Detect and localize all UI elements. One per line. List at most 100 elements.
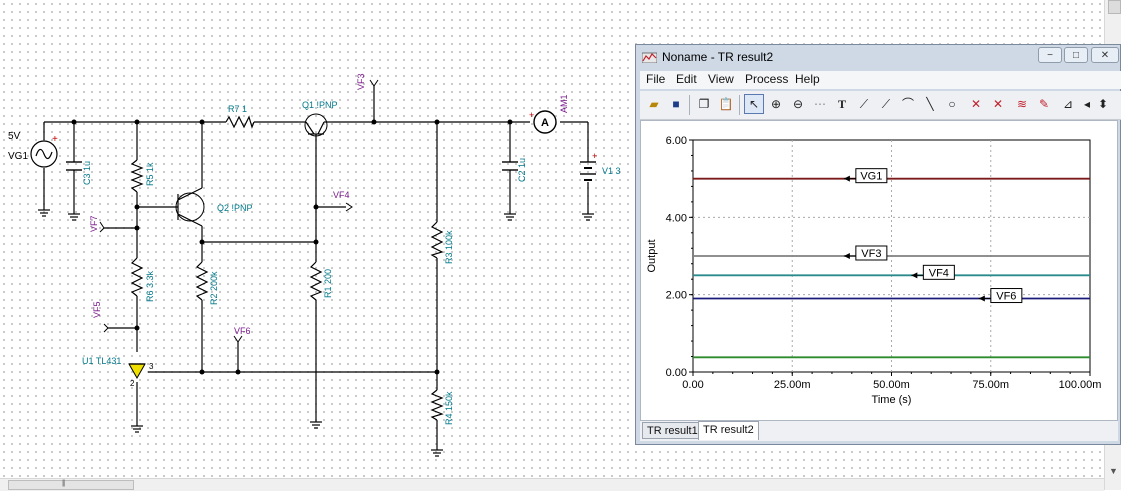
r4-label: R4 150k xyxy=(444,391,454,425)
tab-tr-result1[interactable]: TR result1 xyxy=(642,422,703,439)
menu-help[interactable]: Help xyxy=(795,72,820,86)
legend-label-vf6: VF6 xyxy=(996,291,1016,303)
x-tick-label: 100.00m xyxy=(1059,379,1102,391)
vertical-scroll-thumb[interactable] xyxy=(1108,0,1121,14)
vg1-plus-label: + xyxy=(52,134,58,145)
q2-label: Q2 !PNP xyxy=(217,203,253,213)
legend-arrow-vf6 xyxy=(978,295,985,302)
u1-pin3-label: 3 xyxy=(149,362,154,371)
curve-tool-2-icon[interactable]: ⟋ xyxy=(881,97,891,111)
vf4-label: VF4 xyxy=(333,190,350,200)
x-tick-label: 75.00m xyxy=(972,379,1009,391)
am1-plus-label: + xyxy=(529,110,534,120)
c2-label: C2 1u xyxy=(517,158,527,182)
scroll-down-icon[interactable]: ▼ xyxy=(1109,466,1118,476)
legend-box-vf4 xyxy=(922,264,955,280)
curve-tool-3-icon[interactable]: ⌒ xyxy=(901,97,914,111)
cursor-b-icon[interactable]: ✕ xyxy=(992,97,1004,111)
junction-dots xyxy=(71,119,513,375)
legend-arrow-vf3 xyxy=(843,253,850,259)
horizontal-scroll-thumb[interactable] xyxy=(8,480,134,490)
r6-label: R6 3.3k xyxy=(145,270,155,302)
canvas-horizontal-scrollbar[interactable]: ||| xyxy=(0,478,1104,491)
q2-transistor xyxy=(175,192,205,222)
menu-view[interactable]: View xyxy=(708,72,734,86)
am1-ammeter xyxy=(533,110,557,134)
x-axis-label: Time (s) xyxy=(872,394,912,406)
vf7-label: VF7 xyxy=(89,215,99,232)
marker-icon[interactable]: ✎ xyxy=(1038,97,1050,111)
nav-updown-icon[interactable]: ⬍ xyxy=(1097,97,1109,111)
maximize-button[interactable]: □ xyxy=(1064,47,1088,63)
cursor-a-icon[interactable]: ✕ xyxy=(970,97,982,111)
menu-bar: File Edit View Process Help xyxy=(640,71,1121,89)
menu-process[interactable]: Process xyxy=(745,72,789,86)
close-button[interactable]: ✕ xyxy=(1091,47,1119,63)
zoom-in-icon[interactable]: ⊕ xyxy=(770,97,782,111)
circle-icon[interactable]: ○ xyxy=(948,97,956,111)
save-icon[interactable]: ■ xyxy=(672,97,680,111)
tr-result-window[interactable]: Noname - TR result2 − □ ✕ File Edit View… xyxy=(635,44,1121,445)
waveform-icon[interactable]: ≋ xyxy=(1016,97,1028,111)
y-axis-label: Output xyxy=(646,239,658,272)
x-tick-label: 0.00 xyxy=(682,379,703,391)
scroll-grip-icon: ||| xyxy=(62,480,66,487)
toolbar: ▰ ■ ❐ 📋 ↖ ⊕ ⊖ ⋯ T ⟋ ⟋ ⌒ ╲ ○ ✕ ✕ ≋ ✎ ⊿ ◂ … xyxy=(640,91,1121,120)
open-folder-icon[interactable]: ▰ xyxy=(649,97,659,111)
y-tick-label: 6.00 xyxy=(666,135,687,147)
menu-file[interactable]: File xyxy=(646,72,666,86)
r5-label: R5 1k xyxy=(145,162,155,186)
legend-label-vf3: VF3 xyxy=(861,248,881,260)
am1-label: AM1 xyxy=(559,94,569,113)
x-tick-label: 25.00m xyxy=(774,379,811,391)
text-icon[interactable]: T xyxy=(837,97,846,111)
v1-plus-label: + xyxy=(592,151,597,161)
legend-label-vf4: VF4 xyxy=(929,267,949,279)
schematic-canvas[interactable]: 5V VG1 + C3 1u R5 1k R7 1 Q1 !PNP Q2 !PN… xyxy=(0,0,1104,478)
transient-chart[interactable]: 0.00 25.00m 50.00m 75.00m 100.00m 0.00 2.00 4.0… xyxy=(641,121,1117,420)
minimize-button[interactable]: − xyxy=(1038,47,1062,63)
line-icon[interactable]: ╲ xyxy=(926,97,934,111)
nav-left-icon[interactable]: ◂ xyxy=(1083,97,1091,111)
menu-edit[interactable]: Edit xyxy=(676,72,697,86)
legend-box-vf3 xyxy=(855,245,888,261)
window-title: Noname - TR result2 xyxy=(662,50,774,64)
y-tick-label: 2.00 xyxy=(666,290,687,302)
resistors xyxy=(130,115,444,421)
vf5-label: VF5 xyxy=(92,301,102,318)
zoom-out-icon[interactable]: ⊖ xyxy=(792,97,804,111)
legend-arrow-vf4 xyxy=(911,272,918,279)
pointer-icon[interactable]: ↖ xyxy=(744,94,764,114)
tab-tr-result2[interactable]: TR result2 xyxy=(698,421,759,440)
sine-icon xyxy=(35,148,53,160)
r7-label: R7 1 xyxy=(228,104,247,114)
schematic-wires xyxy=(43,86,589,450)
legend-label-vg1: VG1 xyxy=(860,171,882,183)
legend-box-vf6 xyxy=(990,288,1023,304)
r3-label: R3 100k xyxy=(444,230,454,264)
vg1-name-label: VG1 xyxy=(8,151,28,162)
y-tick-label: 0.00 xyxy=(666,367,687,379)
x-tick-label: 50.00m xyxy=(873,379,910,391)
y-tick-label: 4.00 xyxy=(666,212,687,224)
window-titlebar[interactable]: Noname - TR result2 − □ ✕ xyxy=(636,45,1121,69)
r2-label: R2 200k xyxy=(209,271,219,305)
legend-arrow-vg1 xyxy=(843,175,850,182)
plot-area[interactable]: 0.00 25.00m 50.00m 75.00m 100.00m 0.00 2.00 4.0… xyxy=(640,120,1118,421)
u1-tl431 xyxy=(128,363,146,380)
vf3-label: VF3 xyxy=(356,73,366,90)
c3-label: C3 1u xyxy=(82,161,92,185)
u1-pin2-label: 2 xyxy=(130,379,135,388)
capacitors xyxy=(66,161,518,171)
slope-icon[interactable]: ⊿ xyxy=(1062,97,1074,111)
legend-box-vg1 xyxy=(855,168,888,184)
copy-icon[interactable]: ❐ xyxy=(698,97,710,111)
q1-transistor xyxy=(304,113,328,137)
r1-label: R1 200 xyxy=(323,269,333,298)
v1-battery xyxy=(580,161,596,181)
paste-icon[interactable]: 📋 xyxy=(718,97,734,111)
curve-tool-icon[interactable]: ⟋ xyxy=(859,97,869,111)
app-icon xyxy=(642,52,657,63)
grid-icon[interactable]: ⋯ xyxy=(814,97,826,111)
ground-symbols xyxy=(38,209,594,457)
